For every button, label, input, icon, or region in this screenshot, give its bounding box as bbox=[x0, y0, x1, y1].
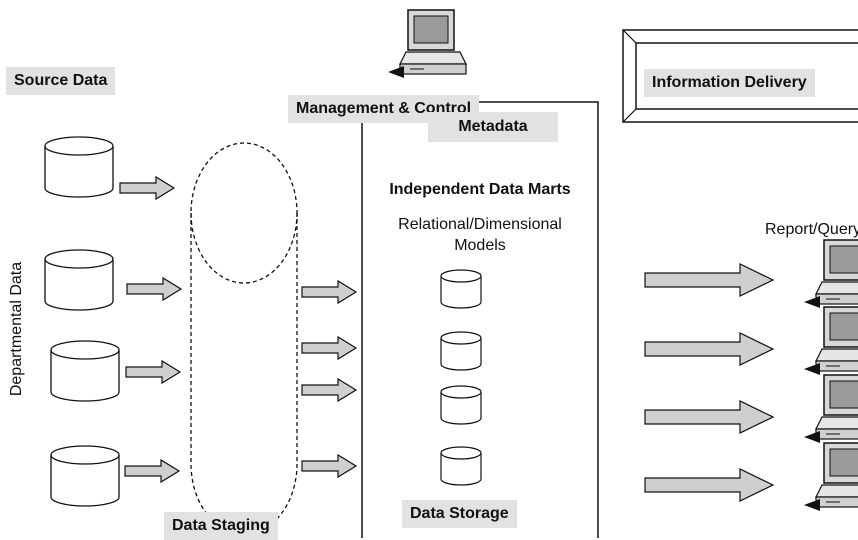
right-arrow-icon bbox=[644, 468, 774, 502]
right-arrow-icon bbox=[125, 360, 181, 384]
data-staging-shape bbox=[190, 142, 298, 535]
departmental-data-label: Departmental Data bbox=[8, 261, 25, 397]
data-mart-database-icon bbox=[440, 446, 482, 486]
relational-dimensional-label: Relational/Dimensional bbox=[398, 216, 562, 233]
right-arrow-icon bbox=[301, 378, 357, 402]
metadata-label: Metadata bbox=[428, 112, 558, 142]
data-mart-database-icon bbox=[440, 331, 482, 371]
data-mart-database-icon bbox=[440, 269, 482, 309]
information-delivery-label: Information Delivery bbox=[644, 69, 815, 97]
client-computer-icon bbox=[803, 442, 858, 512]
right-arrow-icon bbox=[301, 336, 357, 360]
right-arrow-icon bbox=[124, 459, 180, 483]
models-label: Models bbox=[454, 237, 506, 254]
source-database-icon bbox=[50, 340, 120, 402]
client-computer-icon bbox=[803, 239, 858, 309]
right-arrow-icon bbox=[644, 263, 774, 297]
client-computer-icon bbox=[803, 306, 858, 376]
management-control-label: Management & Control bbox=[288, 95, 480, 123]
management-computer-icon bbox=[387, 9, 467, 79]
data-storage-label: Data Storage bbox=[402, 500, 517, 528]
source-data-label: Source Data bbox=[6, 67, 116, 95]
source-database-icon bbox=[44, 249, 114, 311]
report-query-label: Report/Query bbox=[765, 221, 858, 238]
source-database-icon bbox=[50, 445, 120, 507]
independent-data-marts-label: Independent Data Marts bbox=[389, 181, 571, 198]
client-computer-icon bbox=[803, 374, 858, 444]
right-arrow-icon bbox=[644, 400, 774, 434]
right-arrow-icon bbox=[301, 280, 357, 304]
right-arrow-icon bbox=[119, 176, 175, 200]
data-staging-label: Data Staging bbox=[164, 512, 278, 540]
source-database-icon bbox=[44, 136, 114, 198]
right-arrow-icon bbox=[126, 277, 182, 301]
right-arrow-icon bbox=[301, 454, 357, 478]
data-marts-box bbox=[361, 101, 599, 538]
right-arrow-icon bbox=[644, 332, 774, 366]
data-mart-database-icon bbox=[440, 385, 482, 425]
